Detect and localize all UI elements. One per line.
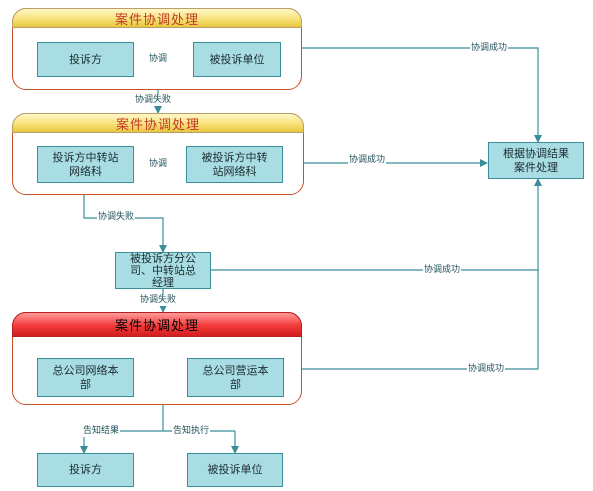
panel-2-title: 案件协调处理: [115, 117, 200, 133]
node-respondent-station[interactable]: 被投诉方中转 站网络科: [186, 146, 283, 183]
label-coordinate-1: 协调: [148, 54, 169, 65]
node-complainant-station[interactable]: 投诉方中转站 网络科: [37, 146, 134, 183]
connector-success-1: [302, 47, 542, 143]
label-success-1: 协调成功: [470, 43, 509, 54]
node-respondent-branch[interactable]: 被投诉方分公 司、中转站总 经理: [115, 252, 211, 289]
node-hq-operations[interactable]: 总公司营运本 部: [187, 358, 284, 397]
label-success-3: 协调成功: [423, 265, 462, 276]
node-result[interactable]: 根据协调结果 案件处理: [488, 142, 584, 179]
panel-3-header: 案件协调处理: [12, 312, 302, 337]
label-fail-1: 协调失败: [134, 95, 173, 106]
label-success-4: 协调成功: [467, 364, 506, 375]
node-hq-network[interactable]: 总公司网络本 部: [37, 358, 134, 397]
node-respondent-final[interactable]: 被投诉单位: [187, 453, 283, 487]
label-success-2: 协调成功: [348, 155, 387, 166]
label-fail-3: 协调失败: [139, 295, 178, 306]
connector-inform: [83, 405, 236, 453]
connector-success-4: [302, 270, 539, 370]
panel-1-title: 案件协调处理: [114, 12, 199, 28]
panel-3-title: 案件协调处理: [114, 319, 199, 334]
label-fail-2: 协调失败: [97, 212, 136, 223]
label-coordinate-2: 协调: [148, 159, 169, 170]
label-inform-execute: 告知执行: [172, 426, 211, 437]
node-complainant-1[interactable]: 投诉方: [37, 42, 134, 77]
panel-2-header: 案件协调处理: [12, 113, 304, 133]
label-inform-result: 告知结果: [82, 426, 121, 437]
node-respondent-1[interactable]: 被投诉单位: [193, 42, 281, 77]
node-complainant-final[interactable]: 投诉方: [37, 453, 134, 487]
panel-1-header: 案件协调处理: [12, 8, 302, 28]
